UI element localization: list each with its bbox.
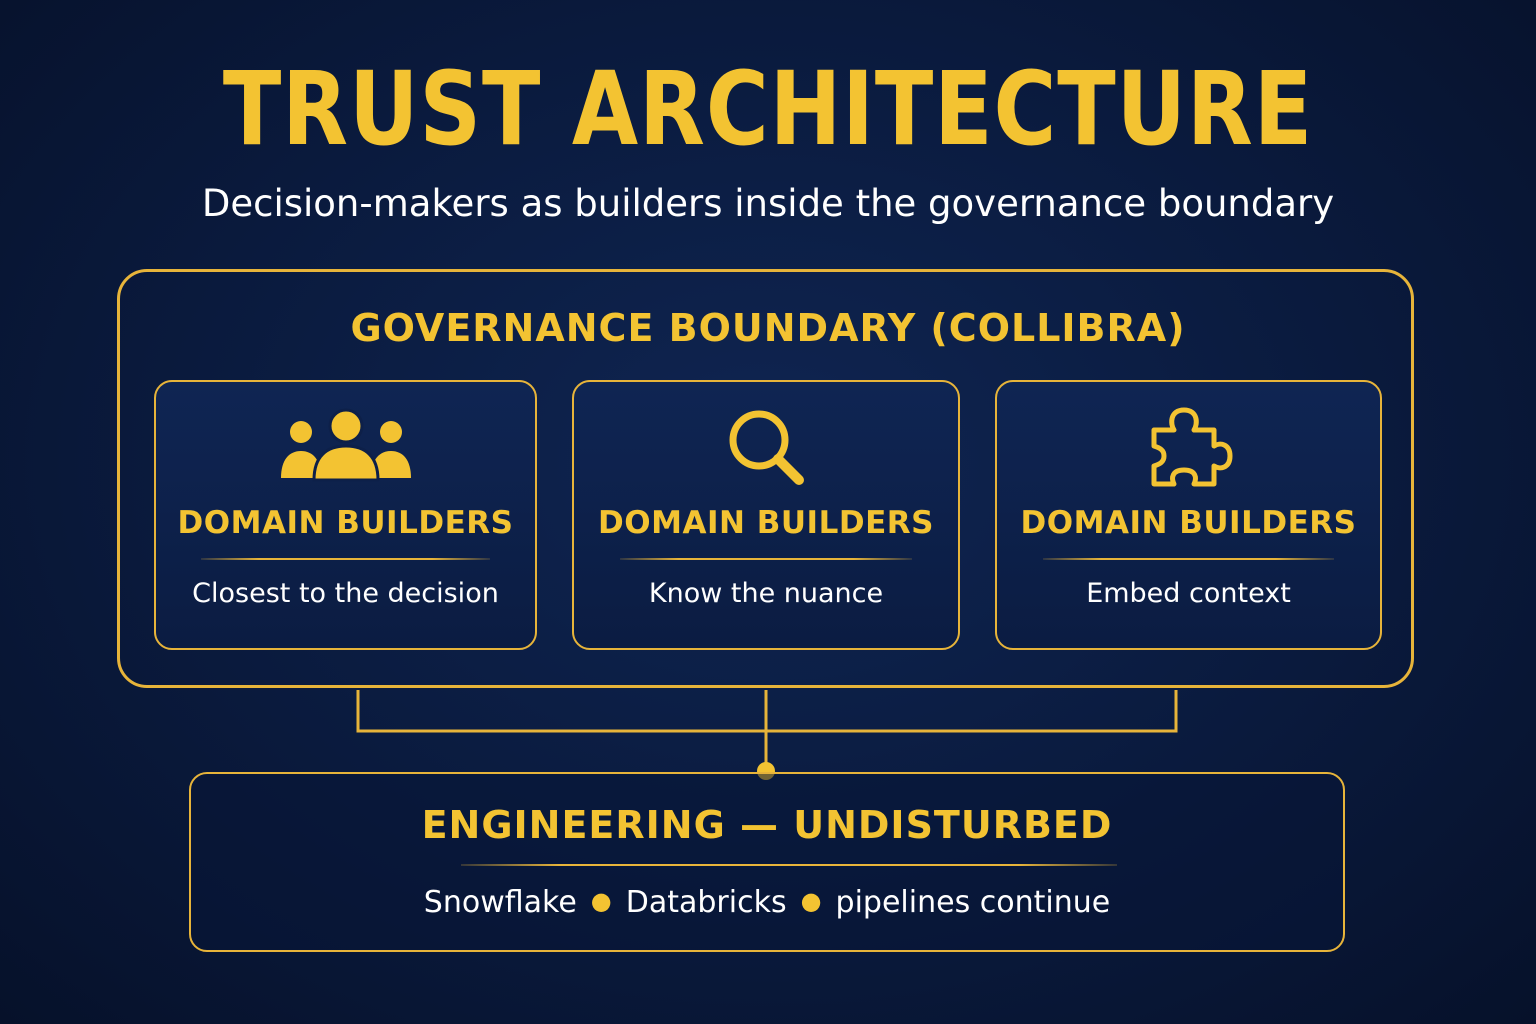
card-title: DOMAIN BUILDERS — [177, 505, 514, 541]
bullet-dot-icon: ● — [590, 887, 612, 915]
card-description: Know the nuance — [648, 578, 884, 609]
item-pipelines: pipelines continue — [835, 885, 1111, 920]
card-description: Embed context — [1086, 578, 1291, 609]
people-group-icon — [156, 404, 535, 488]
engineering-items: Snowflake ● Databricks ● pipelines continue — [191, 882, 1343, 922]
card-title: DOMAIN BUILDERS — [1020, 505, 1357, 541]
engineering-divider — [461, 864, 1117, 866]
engineering-title: ENGINEERING — UNDISTURBED — [421, 803, 1113, 847]
card-title: DOMAIN BUILDERS — [598, 505, 934, 541]
card-divider — [201, 558, 490, 560]
domain-builder-card-nuance: DOMAIN BUILDERS Know the nuance — [572, 380, 960, 650]
domain-builder-card-closest: DOMAIN BUILDERS Closest to the decision — [154, 380, 537, 650]
card-description: Closest to the decision — [192, 578, 499, 609]
page-subtitle: Decision-makers as builders inside the g… — [201, 182, 1335, 225]
domain-builder-card-context: DOMAIN BUILDERS Embed context — [995, 380, 1382, 650]
item-databricks: Databricks — [625, 885, 787, 920]
page-title: TRUST ARCHITECTURE — [222, 50, 1314, 169]
governance-boundary-frame — [117, 269, 1414, 688]
engineering-box: ENGINEERING — UNDISTURBED Snowflake ● Data… — [189, 772, 1345, 952]
governance-boundary-title: GOVERNANCE BOUNDARY (COLLIBRA) — [350, 306, 1186, 350]
card-divider — [1042, 558, 1335, 560]
item-snowflake: Snowflake — [423, 885, 577, 920]
bullet-dot-icon: ● — [800, 887, 822, 915]
card-divider — [620, 558, 912, 560]
magnifying-glass-icon — [574, 404, 958, 488]
puzzle-piece-icon — [997, 404, 1380, 488]
